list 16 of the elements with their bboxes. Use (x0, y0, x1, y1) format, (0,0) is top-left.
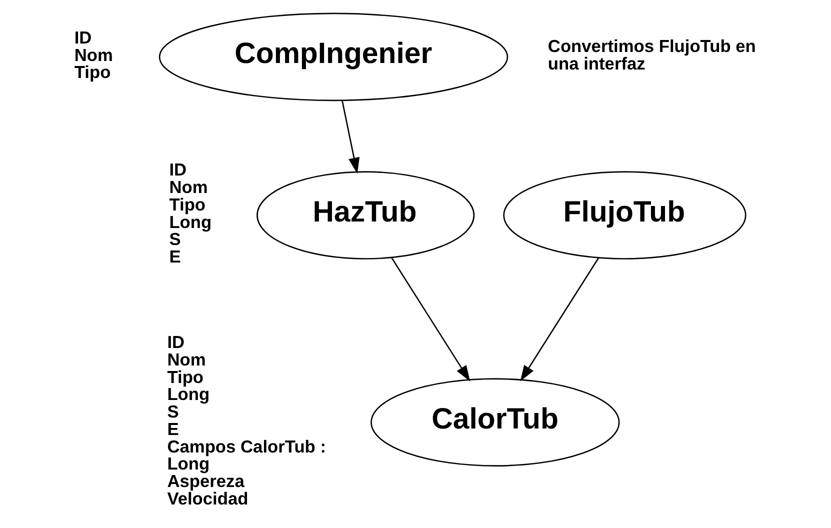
node-ellipse: FlujoTub (502, 171, 746, 260)
arrow (520, 258, 599, 382)
node-ellipse: CompIngenier (158, 12, 508, 102)
node-label: ID (168, 160, 186, 180)
node-label: ID (74, 27, 92, 48)
node-ellipse: HazTub (256, 171, 474, 260)
label: Convertimos FlujoTub en una interfaz (547, 36, 756, 74)
node-label: Campos CalorTub : (166, 436, 326, 456)
node-label: Tipo (166, 366, 204, 387)
node-label: S (168, 229, 180, 250)
node-label: E (168, 246, 180, 267)
node-label: Nom (74, 44, 112, 65)
arrow (341, 100, 360, 174)
arrow (390, 257, 470, 382)
node-ellipse: CalorTub (370, 378, 620, 466)
node-label: Tipo (74, 62, 110, 82)
